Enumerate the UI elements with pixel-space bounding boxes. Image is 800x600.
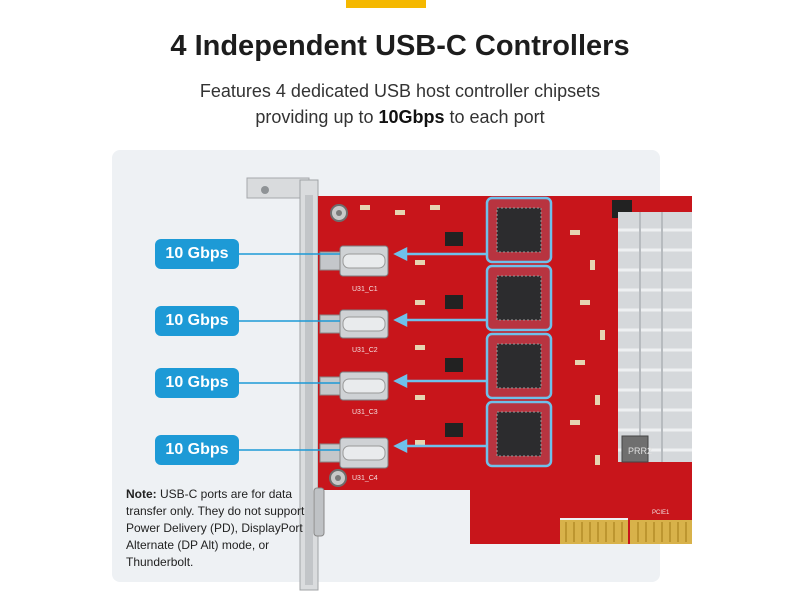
- usb-c-port-3: [319, 371, 389, 401]
- note-text: USB-C ports are for data transfer only. …: [126, 487, 305, 569]
- usage-note: Note: USB-C ports are for data transfer …: [126, 486, 316, 571]
- arrow-chip-4-to-port-4: [393, 438, 487, 454]
- controller-chip-3: [485, 332, 553, 400]
- usb-c-port-4: [319, 437, 389, 469]
- metal-bracket: [246, 177, 319, 591]
- connector-label: PCIE1: [652, 510, 670, 516]
- port-label-1: U31_C1: [352, 286, 378, 293]
- bottom-port: [313, 487, 325, 537]
- port-label-2: U31_C2: [352, 347, 378, 354]
- speed-badge-3: 10 Gbps: [155, 368, 239, 398]
- speed-badge-1: 10 Gbps: [155, 239, 239, 269]
- page-title: 4 Independent USB-C Controllers: [170, 30, 630, 62]
- heatsink: [618, 212, 692, 463]
- controller-chip-2: [485, 264, 553, 332]
- port-label-3: U31_C3: [352, 409, 378, 416]
- arrow-chip-1-to-port-1: [393, 246, 487, 262]
- port-label-4: U31_C4: [352, 475, 378, 482]
- subtitle-speed: 10Gbps: [378, 107, 445, 127]
- speed-badge-4: 10 Gbps: [155, 435, 239, 465]
- arrow-chip-2-to-port-2: [393, 312, 487, 328]
- page-subtitle: Features 4 dedicated USB host controller…: [0, 78, 800, 130]
- note-label: Note:: [126, 487, 157, 501]
- chip-label: PRR2: [628, 446, 652, 456]
- usb-c-port-2: [319, 309, 389, 339]
- usb-c-port-1: [319, 245, 389, 277]
- top-accent-bar: [346, 0, 426, 8]
- controller-chip-4: [485, 400, 553, 468]
- subtitle-prefix: providing up to: [255, 107, 379, 127]
- subtitle-line-2: providing up to 10Gbps to each port: [0, 104, 800, 130]
- subtitle-line-1: Features 4 dedicated USB host controller…: [199, 81, 601, 101]
- controller-chip-1: [485, 196, 553, 264]
- pcie-connector: [560, 520, 692, 544]
- speed-badge-2: 10 Gbps: [155, 306, 239, 336]
- subtitle-suffix: to each port: [444, 107, 545, 127]
- arrow-chip-3-to-port-3: [393, 373, 487, 389]
